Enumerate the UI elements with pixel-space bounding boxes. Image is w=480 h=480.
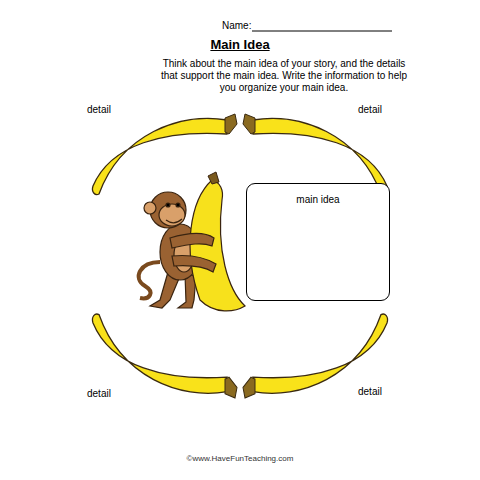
main-idea-box: main idea xyxy=(246,183,390,301)
name-label: Name: xyxy=(222,20,251,31)
banana-shape xyxy=(243,300,395,400)
name-line xyxy=(252,31,392,32)
monkey-arms xyxy=(170,234,216,273)
worksheet-title: Main Idea xyxy=(0,37,480,52)
copyright: ©www.HaveFunTeaching.com xyxy=(0,454,480,463)
banana-shape xyxy=(85,104,237,200)
detail-label: detail xyxy=(87,104,111,115)
detail-banana: detail xyxy=(85,300,237,400)
detail-label: detail xyxy=(358,386,382,397)
detail-banana: detail xyxy=(85,104,237,200)
detail-label: detail xyxy=(87,388,111,399)
instructions: Think about the main idea of your story,… xyxy=(155,58,413,94)
main-idea-label: main idea xyxy=(247,194,389,205)
detail-label: detail xyxy=(358,104,382,115)
detail-banana: detail xyxy=(243,300,395,400)
banana-shape xyxy=(85,300,237,400)
